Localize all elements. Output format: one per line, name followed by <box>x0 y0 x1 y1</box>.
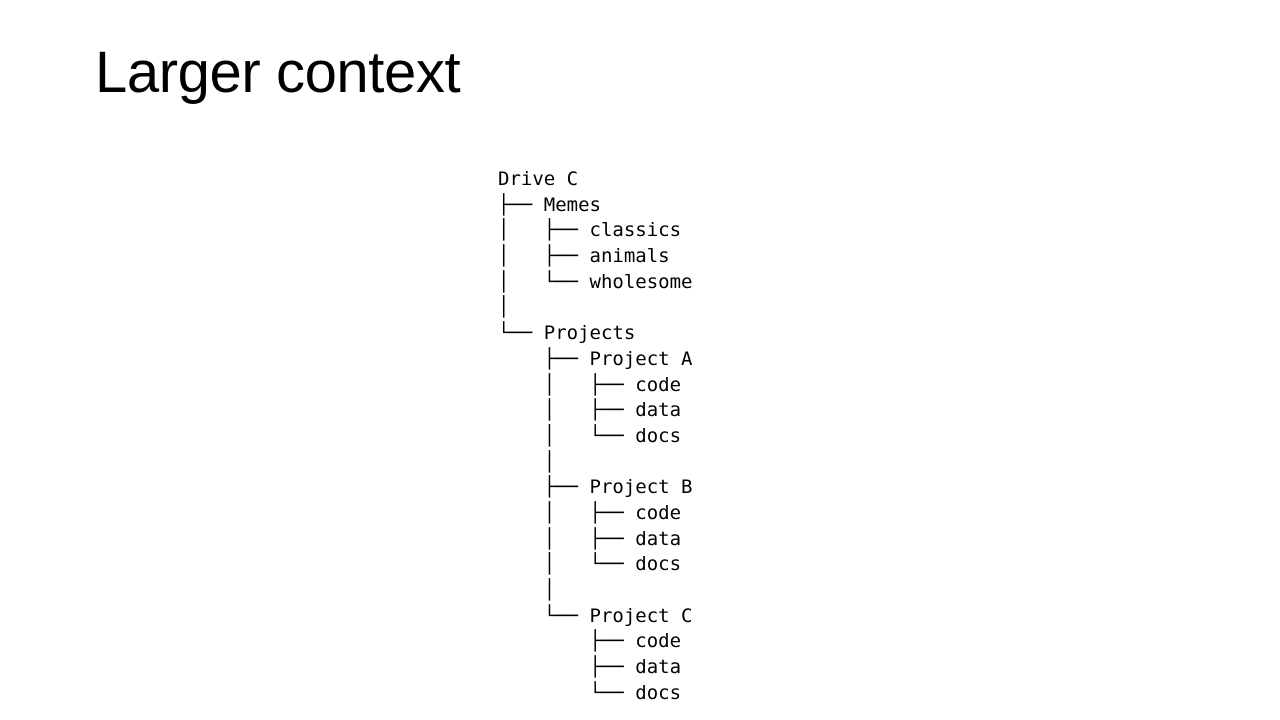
tree-line: │ <box>498 450 556 473</box>
tree-line: │ ├── data <box>498 399 682 422</box>
tree-line: │ ├── animals <box>498 245 670 268</box>
tree-line: │ ├── code <box>498 501 682 524</box>
tree-line: │ ├── data <box>498 527 682 550</box>
tree-line: ├── Project B <box>498 476 693 499</box>
tree-line: Drive C <box>498 168 579 190</box>
tree-line: ├── Project A <box>498 347 693 370</box>
tree-line: │ ├── code <box>498 373 682 396</box>
tree-line: │ ├── classics <box>498 219 682 242</box>
tree-line: │ └── docs <box>498 424 682 447</box>
page-title: Larger context <box>95 40 461 105</box>
tree-line: ├── code <box>498 630 682 653</box>
tree-line: └── Project C <box>498 604 693 627</box>
tree-line: └── docs <box>498 681 682 704</box>
tree-line: ├── Memes <box>498 193 601 216</box>
tree-line: │ <box>498 296 510 319</box>
tree-line: │ <box>498 579 556 601</box>
tree-line: ├── data <box>498 656 682 679</box>
tree-line: │ └── docs <box>498 553 682 576</box>
directory-tree: Drive C ├── Memes │ ├── classics │ ├── anim… <box>498 167 692 706</box>
tree-line: └── Projects <box>498 322 636 345</box>
tree-line: │ └── wholesome <box>498 270 693 293</box>
